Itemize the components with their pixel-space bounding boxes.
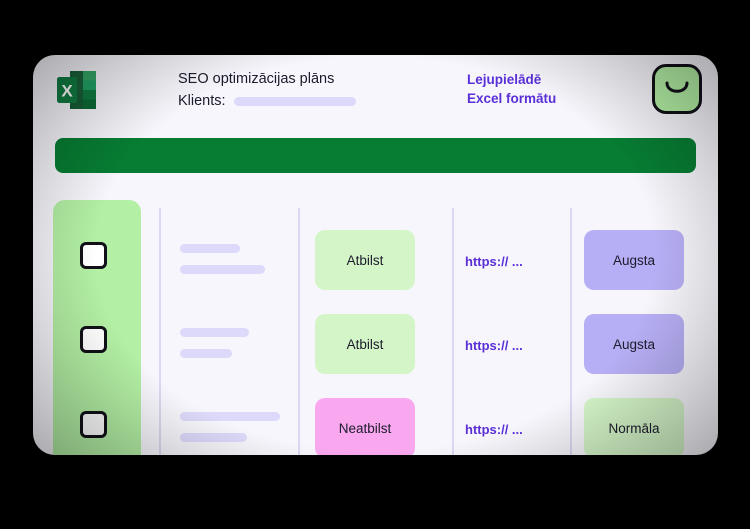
skeleton-line [180,328,249,337]
select-column [53,200,141,455]
skeleton-line [180,349,232,358]
status-badge[interactable]: Atbilst [315,314,415,374]
skeleton-line [180,265,265,274]
client-row: Klients: [178,91,408,112]
priority-badge[interactable]: Augsta [584,314,684,374]
priority-badge[interactable]: Augsta [584,230,684,290]
url-link[interactable]: https:// ... [465,422,523,437]
download-link-line1: Lejupielādē [467,72,542,87]
row-checkbox[interactable] [80,242,107,269]
url-link[interactable]: https:// ... [465,254,523,269]
svg-text:X: X [61,82,73,101]
toolbar-green-bar[interactable] [55,138,696,173]
card-header: X SEO optimizācijas plāns Klients: Lejup… [33,55,718,123]
skeleton-line [180,244,240,253]
download-excel-link[interactable]: Lejupielādē Excel formātu [467,70,556,108]
skeleton-line [180,433,247,442]
download-link-line2: Excel formātu [467,91,557,106]
status-badge[interactable]: Atbilst [315,230,415,290]
app-card: X SEO optimizācijas plāns Klients: Lejup… [33,55,718,455]
skeleton-line [180,412,280,421]
page-title: SEO optimizācijas plāns [178,71,335,87]
row-checkbox[interactable] [80,326,107,353]
data-table: Atbilst Atbilst Neatbilst https:// ... h… [33,200,718,455]
priority-badge[interactable]: Normāla [584,398,684,455]
smile-button[interactable] [652,64,702,114]
url-link[interactable]: https:// ... [465,338,523,353]
column-divider-1 [159,208,161,455]
smile-icon [665,81,689,93]
client-label: Klients: [178,93,226,109]
client-value-placeholder [233,97,356,106]
column-divider-4 [570,208,572,455]
excel-icon: X [57,71,96,109]
description-column [180,200,310,455]
status-badge[interactable]: Neatbilst [315,398,415,455]
document-title-block: SEO optimizācijas plāns Klients: [178,69,408,112]
row-checkbox[interactable] [80,411,107,438]
column-divider-3 [452,208,454,455]
